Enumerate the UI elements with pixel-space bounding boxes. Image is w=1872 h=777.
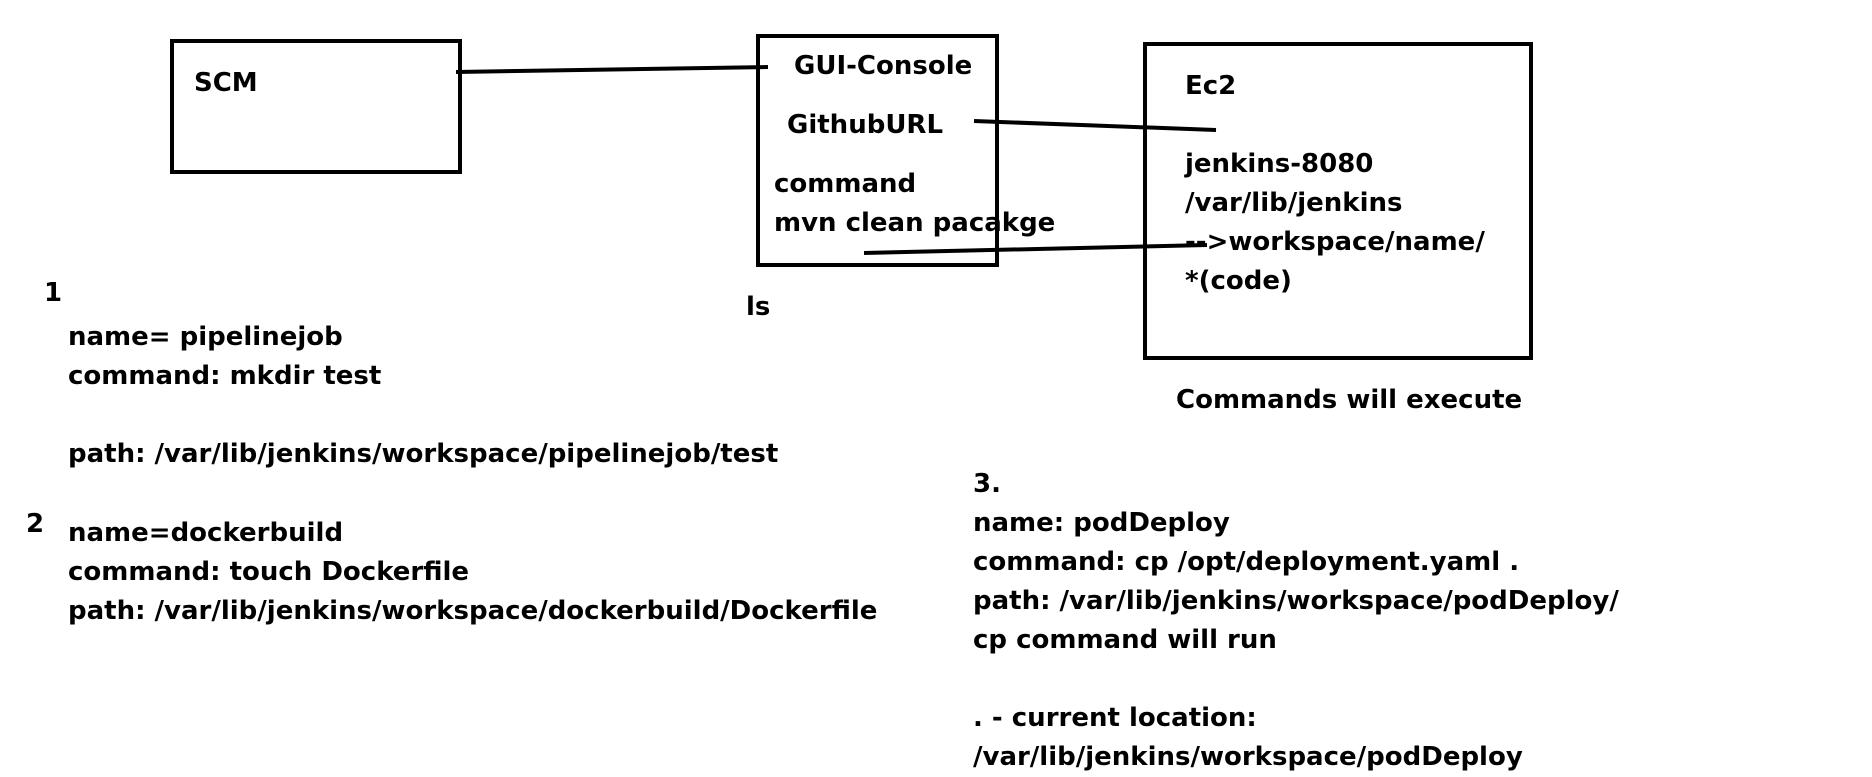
gui-console-box (756, 34, 999, 267)
ec2-details: jenkins-8080 /var/lib/jenkins -->workspa… (1185, 145, 1485, 301)
example-3-line: . - current location: (973, 703, 1257, 733)
example-1-line (68, 396, 778, 435)
ec2-caption: Commands will execute (1176, 385, 1523, 415)
command-label: command (774, 169, 917, 199)
example-3-line: 3. (973, 469, 1001, 499)
example-1-number: 1 (44, 278, 63, 308)
example-3-line: name: podDeploy (973, 508, 1230, 538)
example-3-line: cp command will run (973, 625, 1277, 655)
connector-scm-to-gui (455, 65, 769, 74)
example-2-line: name=dockerbuild (68, 518, 344, 548)
ec2-title: Ec2 (1185, 71, 1237, 101)
github-url-label: GithubURL (787, 110, 944, 140)
scm-box (170, 39, 462, 174)
example-3-text: 3. name: podDeploy command: cp /opt/depl… (973, 465, 1619, 777)
ls-note: ls (746, 292, 771, 322)
example-3-line: command: cp /opt/deployment.yaml . (973, 547, 1520, 577)
scm-label: SCM (194, 68, 258, 98)
connector-command-to-workspace (863, 243, 1208, 255)
example-2-number: 2 (26, 509, 45, 539)
example-2-line: path: /var/lib/jenkins/workspace/dockerb… (68, 596, 878, 626)
ec2-line: /var/lib/jenkins (1185, 188, 1403, 218)
example-3-line: /var/lib/jenkins/workspace/podDeploy (973, 742, 1523, 772)
example-1-line: path: /var/lib/jenkins/workspace/pipelin… (68, 439, 779, 469)
example-1-text: name= pipelinejob command: mkdir test pa… (68, 318, 778, 474)
example-1-line: name= pipelinejob (68, 322, 343, 352)
example-3-line: path: /var/lib/jenkins/workspace/podDepl… (973, 586, 1619, 616)
ec2-box (1143, 42, 1533, 360)
ec2-line: -->workspace/name/ (1185, 227, 1485, 257)
gui-console-title: GUI-Console (794, 51, 973, 81)
ec2-line: *(code) (1185, 266, 1292, 296)
ec2-line: jenkins-8080 (1185, 149, 1374, 179)
example-1-line: command: mkdir test (68, 361, 382, 391)
example-3-line (973, 660, 1619, 699)
mvn-command: mvn clean pacakge (774, 208, 1056, 238)
example-2-text: name=dockerbuild command: touch Dockerfi… (68, 514, 877, 631)
connector-github-to-ec2 (973, 119, 1217, 132)
example-2-line: command: touch Dockerfile (68, 557, 470, 587)
